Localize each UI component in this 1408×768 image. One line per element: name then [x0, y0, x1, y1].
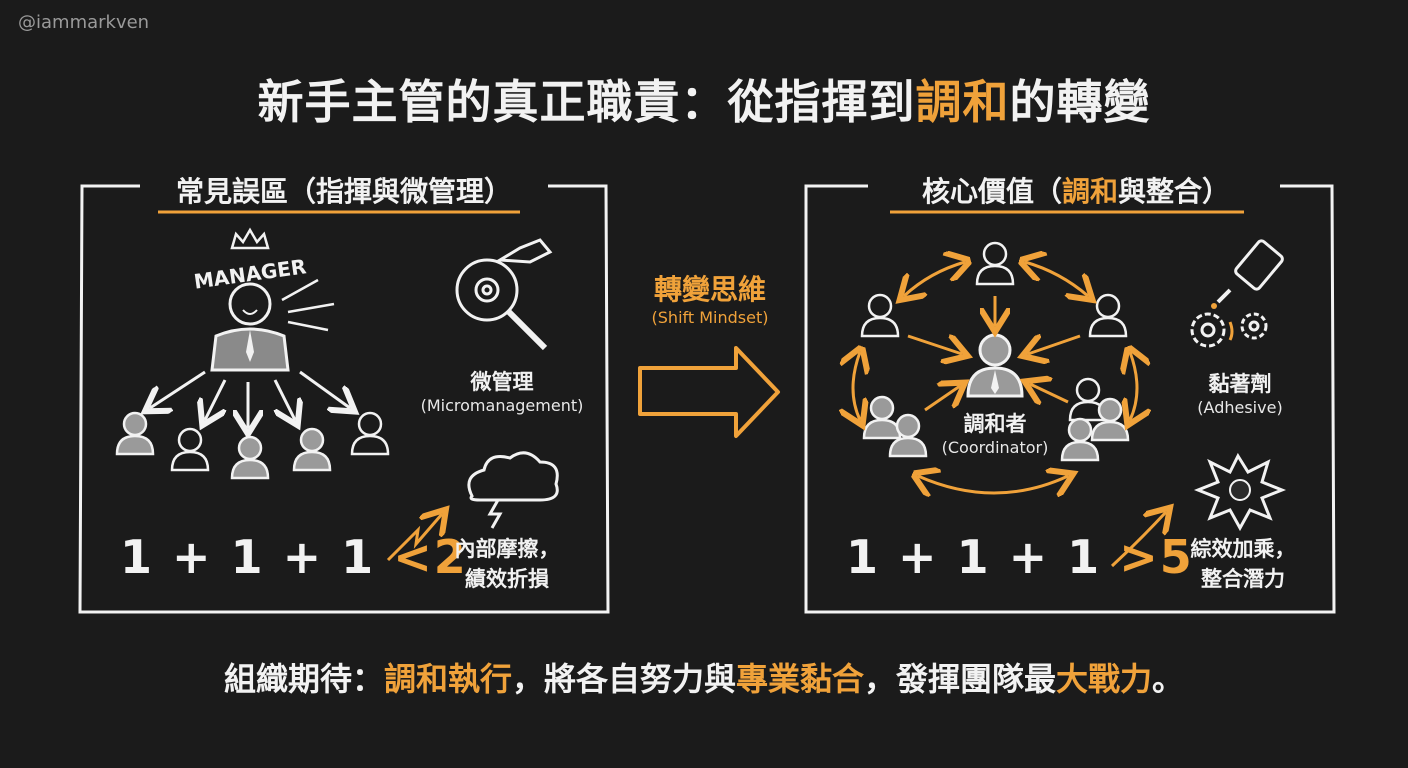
- shift-sub: (Shift Mindset): [651, 308, 769, 327]
- adhesive-sub: (Adhesive): [1197, 398, 1283, 417]
- coordinator-icon: [966, 333, 1024, 398]
- manager-icon: [210, 282, 290, 372]
- person-icon: [1088, 293, 1128, 338]
- right-panel-frame: [804, 184, 1336, 614]
- person-icon: [292, 427, 332, 472]
- micromanage-label: 微管理: [470, 370, 534, 394]
- left-panel-frame: [78, 184, 610, 614]
- crown-icon: [230, 227, 270, 250]
- lightning-arrow-icon: [386, 514, 442, 562]
- growth-arrow-icon: [1110, 512, 1166, 568]
- footer-statement: 組織期待：調和執行，將各自努力與專業黏合，發揮團隊最大戰力。: [223, 660, 1185, 698]
- group-icon: [1060, 377, 1130, 462]
- person-icon: [230, 435, 270, 480]
- watermark: @iammarkven: [18, 12, 150, 33]
- left-note: 內部摩擦， 績效折損: [454, 537, 560, 591]
- page-title: 新手主管的真正職責：從指揮到調和的轉變: [257, 75, 1151, 129]
- right-panel-title: 核心價值（調和與整合）: [872, 170, 1280, 210]
- adhesive-label: 黏著劑: [1208, 372, 1272, 396]
- glue-bottle-icon: [1211, 239, 1284, 309]
- storm-cloud-icon: [467, 451, 559, 529]
- burst-icon: [1193, 452, 1287, 532]
- right-note: 綜效加乘， 整合潛力: [1190, 537, 1296, 591]
- left-panel-title: 常見誤區（指揮與微管理）: [140, 170, 548, 210]
- person-icon: [975, 241, 1015, 286]
- person-icon: [170, 427, 210, 472]
- shout-lines-icon: [281, 278, 335, 332]
- gears-icon: [1190, 312, 1268, 348]
- person-icon: [860, 293, 900, 338]
- coordinator-label: 調和者: [963, 412, 1027, 436]
- person-icon: [115, 411, 155, 456]
- person-icon: [350, 411, 390, 456]
- micromanage-sub: (Micromanagement): [420, 396, 584, 415]
- left-equation: 1 + 1 + 1 <2: [120, 530, 468, 584]
- coordinator-sub: (Coordinator): [941, 438, 1049, 457]
- shift-label: 轉變思維: [653, 273, 766, 306]
- right-equation: 1 + 1 + 1 >5: [846, 530, 1194, 584]
- group-icon: [862, 395, 928, 458]
- magnifier-gear-icon: [455, 238, 553, 351]
- shift-arrow-icon: [638, 346, 780, 438]
